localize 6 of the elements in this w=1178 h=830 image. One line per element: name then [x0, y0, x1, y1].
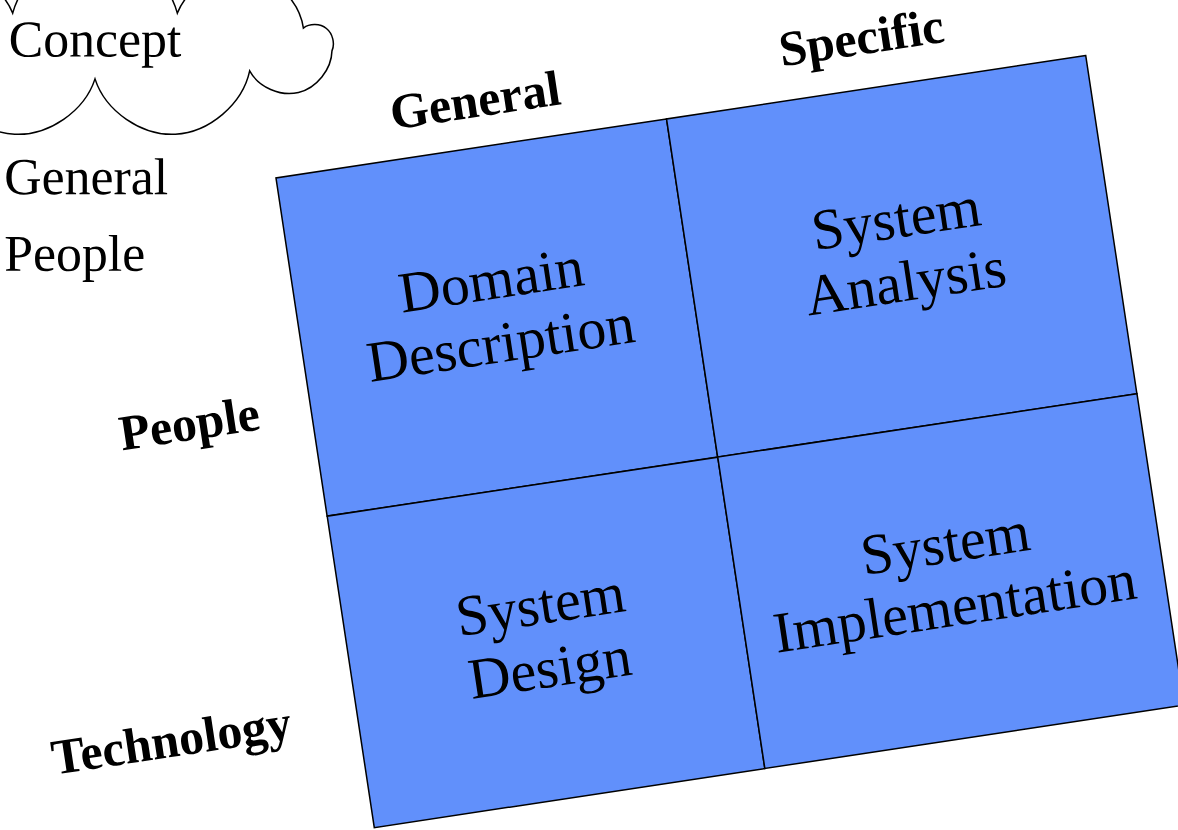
grid-cell: System Design	[326, 456, 766, 829]
grid-cell: System Implementation	[716, 392, 1178, 770]
side-text: General People	[5, 158, 168, 282]
node-label: System Implementation	[773, 524, 1138, 656]
node-label: System Design	[458, 585, 633, 699]
axis-heading: People	[118, 398, 260, 451]
